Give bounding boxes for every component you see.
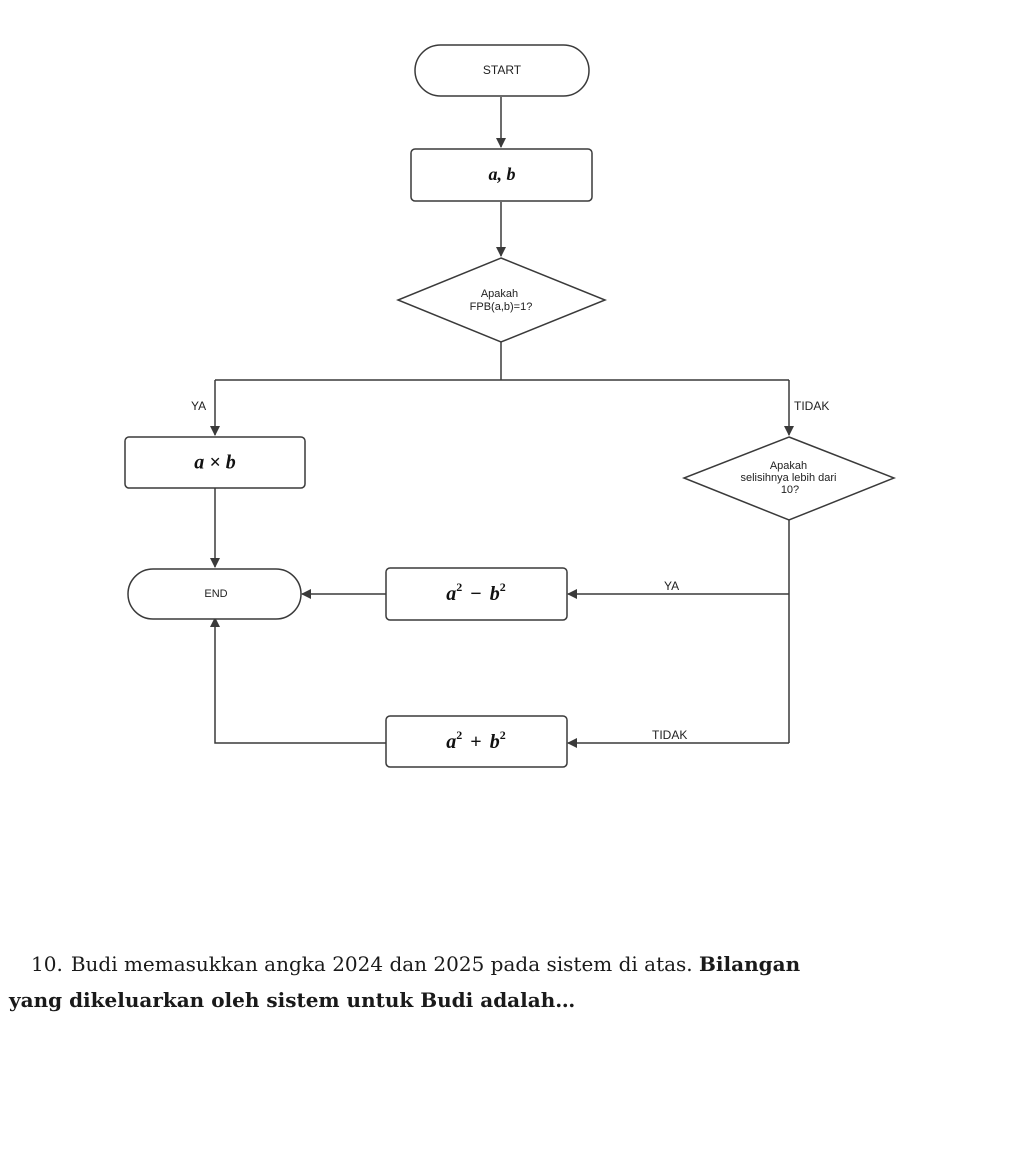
branch2-no-label: TIDAK (652, 728, 687, 742)
end-label: END (204, 588, 227, 600)
product-box (124, 436, 306, 489)
diff-exp-a: 2 (456, 580, 462, 594)
diff-exp-b: 2 (500, 580, 506, 594)
flowchart-diagram: START a, b Apakah FPB(a,b)=1? YA TIDAK a… (124, 44, 897, 768)
input-label: a, b (489, 164, 516, 184)
decision-gcd-label: Apakah FPB(a,b)=1? (470, 288, 533, 313)
question-text: 10. Budi memasukkan angka 2024 dan 2025 p… (9, 946, 1019, 1018)
decision-gcd-line-1: Apakah (481, 288, 518, 300)
sum-exp-a: 2 (456, 728, 462, 742)
question-emphasis-1: Bilangan (699, 952, 801, 976)
sum-base-b: b (490, 731, 500, 753)
question-line-2: yang dikeluarkan oleh sistem untuk Budi … (9, 982, 1019, 1018)
sum-squares-label: a2+b2 (446, 728, 505, 753)
decision-gcd (396, 257, 608, 343)
decision-difference-line-2: selisihnya lebih dari (740, 472, 836, 484)
branch1-yes-label: YA (191, 399, 206, 413)
difference-squares-label: a2−b2 (446, 580, 505, 605)
diff-base-b: b (490, 583, 500, 605)
question-number: 10. (31, 952, 63, 976)
decision-difference-line-1: Apakah (770, 460, 807, 472)
start-terminator (414, 44, 590, 97)
product-label: a × b (194, 452, 235, 474)
diff-base-a: a (446, 583, 456, 605)
end-terminator (127, 568, 302, 620)
start-label: START (483, 63, 522, 77)
sum-base-a: a (446, 731, 456, 753)
input-box (410, 148, 593, 202)
sum-squares-box (385, 715, 568, 768)
question-emphasis-2: yang dikeluarkan oleh sistem untuk Budi … (9, 988, 576, 1012)
decision-gcd-line-2: FPB(a,b)=1? (470, 301, 533, 313)
connector-sum-end (210, 617, 386, 744)
decision-difference (681, 436, 897, 521)
diff-operator: − (470, 583, 481, 605)
decision-difference-label: Apakah selisihnya lebih dari 10? (740, 460, 839, 496)
decision-difference-line-3: 10? (781, 484, 799, 496)
question-body: Budi memasukkan angka 2024 dan 2025 pada… (70, 952, 693, 976)
question-line-1: 10. Budi memasukkan angka 2024 dan 2025 p… (9, 946, 1019, 982)
branch2-yes-label: YA (664, 579, 679, 593)
sum-operator: + (470, 731, 481, 753)
difference-squares-box (385, 567, 568, 621)
branch1-no-label: TIDAK (794, 399, 829, 413)
sum-exp-b: 2 (500, 728, 506, 742)
